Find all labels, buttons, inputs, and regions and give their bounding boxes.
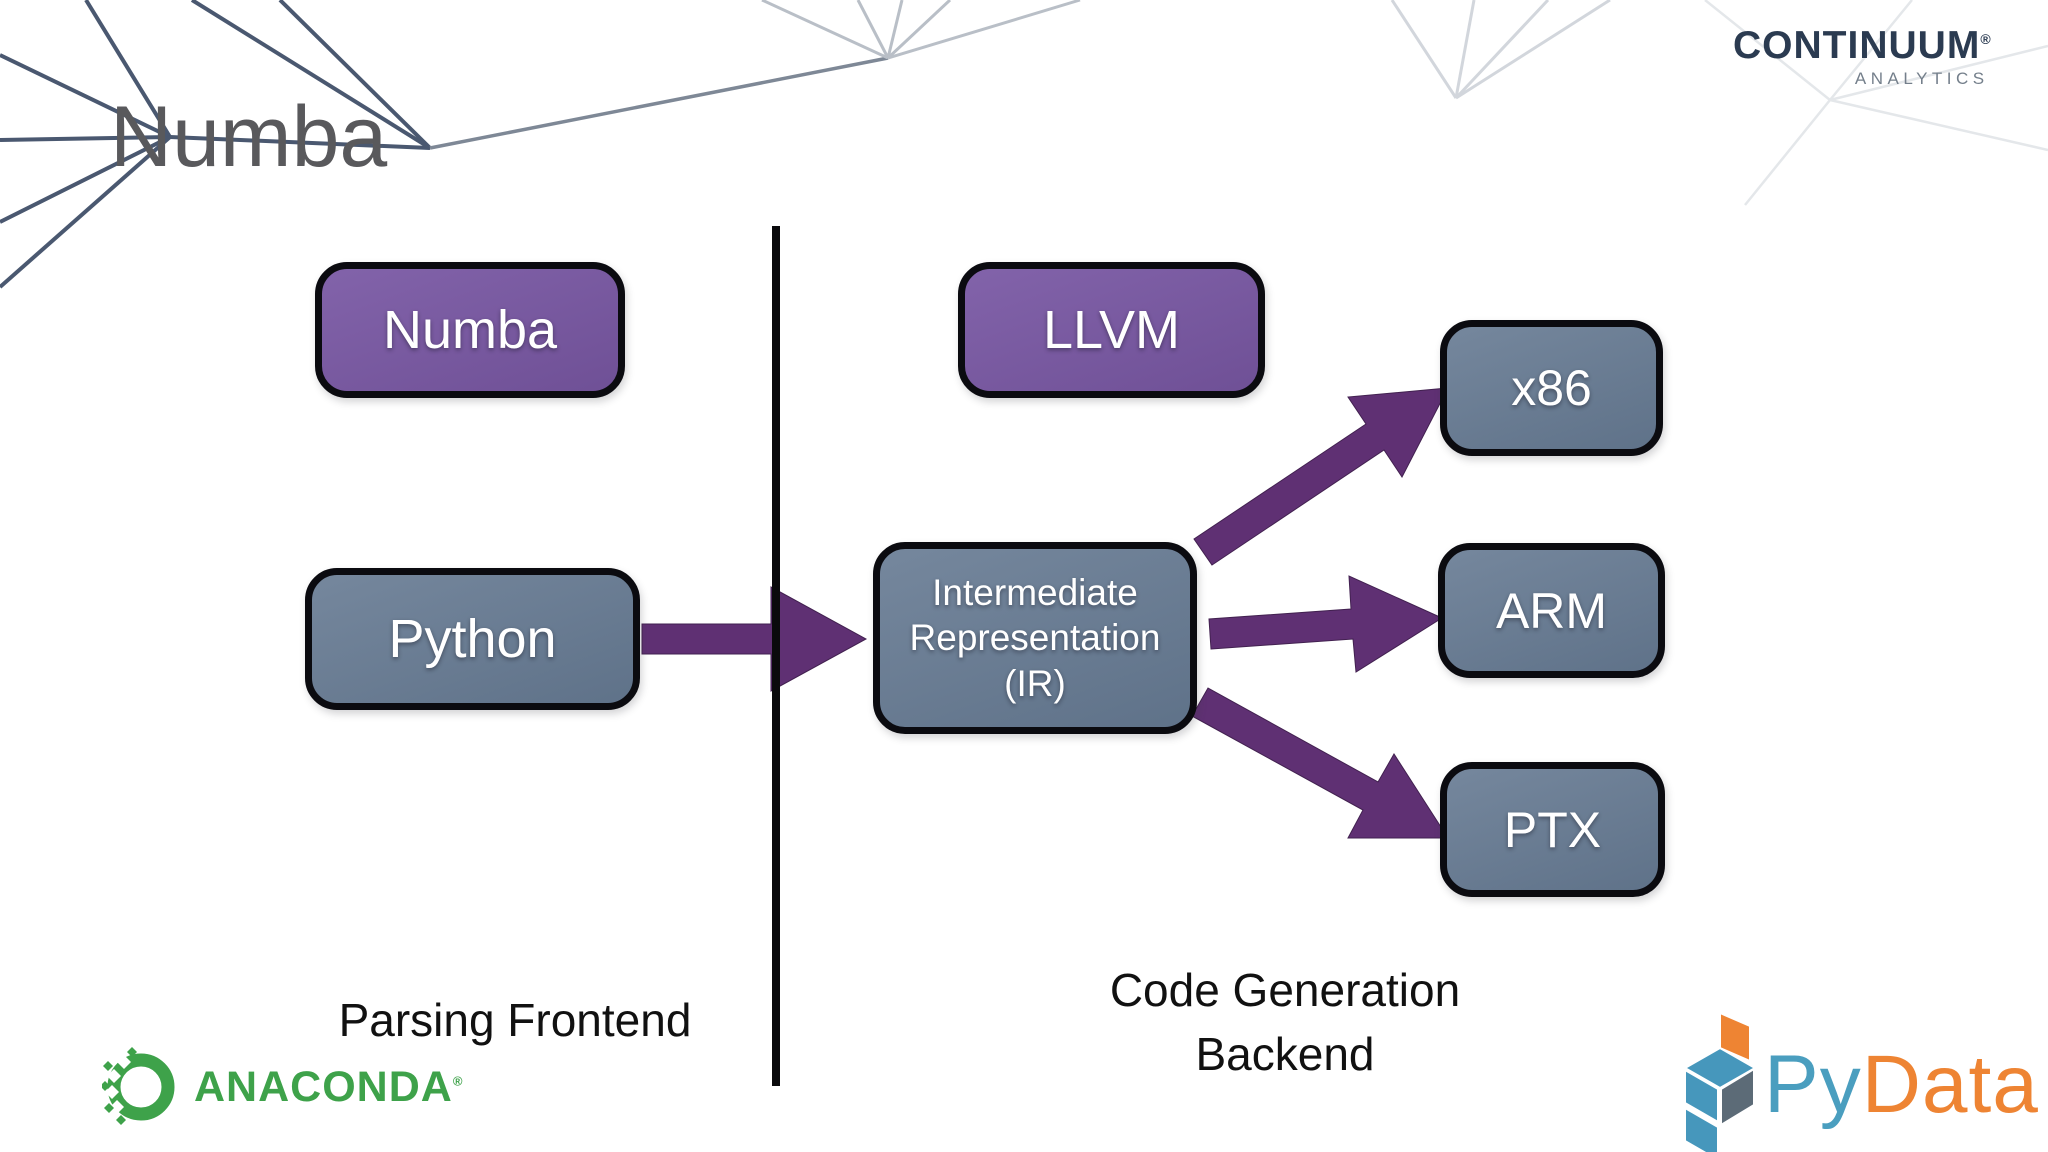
node-llvm: LLVM [958, 262, 1265, 398]
node-ptx: PTX [1440, 762, 1665, 897]
node-arm-label: ARM [1495, 582, 1608, 639]
code-generation-backend-label: Code Generation Backend [1050, 958, 1520, 1087]
arrow-python-to-ir [641, 586, 868, 692]
node-x86-label: x86 [1511, 360, 1592, 416]
pydata-cube-icon [1682, 1011, 1758, 1152]
pydata-logo: PyData [1680, 1010, 2039, 1152]
arrow-ir-to-x86 [1193, 387, 1449, 566]
node-x86: x86 [1440, 320, 1663, 456]
pydata-wordmark: PyData [1764, 1038, 2039, 1132]
node-arm: ARM [1438, 543, 1665, 678]
continuum-wordmark: CONTINUUM® [1733, 24, 1992, 68]
continuum-analytics-label: ANALYTICS [1854, 69, 1989, 88]
page-title: Numba [110, 89, 388, 185]
backend-label-line-2: Backend [1195, 1028, 1375, 1081]
node-intermediate-representation: Intermediate Representation (IR) [873, 542, 1197, 734]
continuum-logo: CONTINUUM® ANALYTICS [1733, 24, 1992, 89]
node-numba-label: Numba [382, 300, 558, 360]
anaconda-registered-mark: ® [452, 1073, 464, 1089]
registered-mark: ® [1980, 31, 1992, 47]
continuum-name: CONTINUUM [1733, 24, 1981, 67]
ir-line-3: (IR) [1004, 662, 1066, 704]
node-python: Python [305, 568, 640, 710]
arrow-ir-to-ptx [1191, 687, 1449, 839]
mesh-decoration [0, 0, 2048, 289]
parsing-frontend-label: Parsing Frontend [338, 994, 692, 1046]
arrow-ir-to-arm [1208, 575, 1444, 673]
node-python-label: Python [388, 609, 557, 669]
pydata-data: Data [1861, 1039, 2039, 1130]
anaconda-logo: ANACONDA® [102, 1044, 463, 1130]
node-ir-label: Intermediate Representation (IR) [910, 570, 1161, 705]
anaconda-wordmark: ANACONDA® [194, 1063, 463, 1112]
ir-line-2: Representation [909, 617, 1161, 659]
node-llvm-label: LLVM [1042, 300, 1181, 360]
node-ptx-label: PTX [1503, 801, 1602, 858]
node-numba: Numba [315, 262, 625, 398]
ir-line-1: Intermediate [932, 572, 1138, 614]
anaconda-name: ANACONDA [194, 1062, 453, 1111]
pydata-py: Py [1764, 1039, 1862, 1130]
backend-label-line-1: Code Generation [1109, 964, 1461, 1016]
anaconda-icon [102, 1047, 175, 1125]
frontend-backend-divider [772, 226, 780, 1086]
